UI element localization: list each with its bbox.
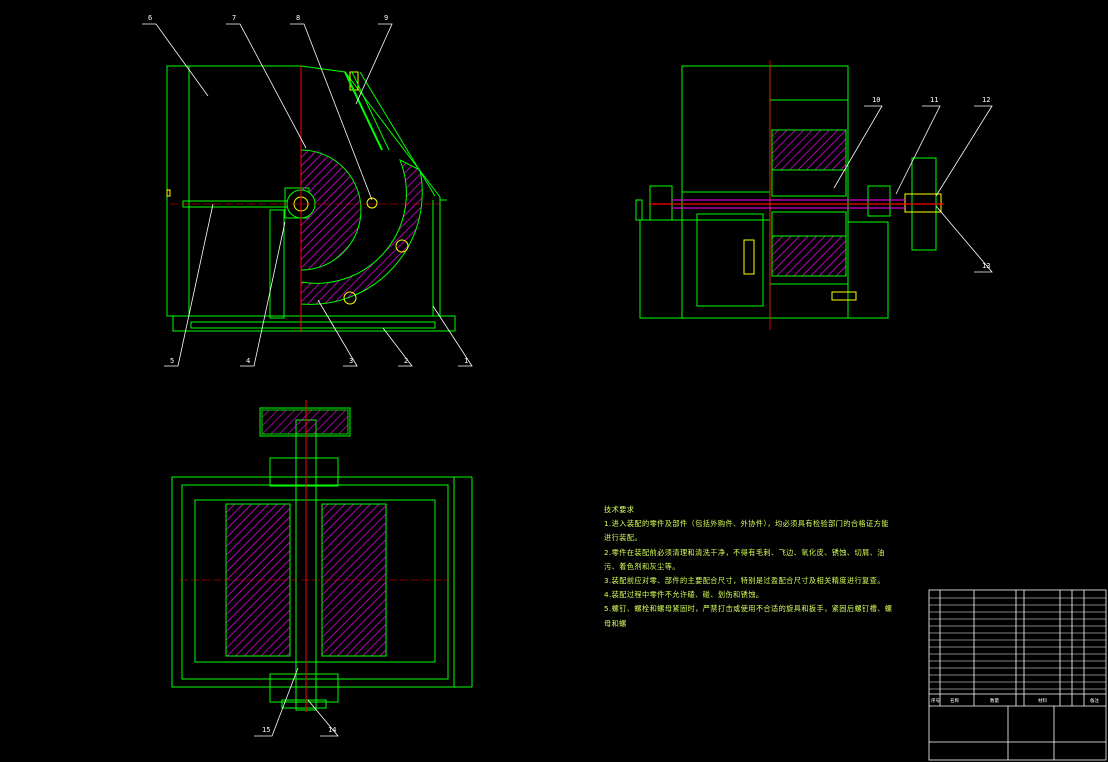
callout-11: 11 <box>930 96 938 104</box>
callout-leader <box>307 699 339 737</box>
callout-leader <box>895 105 941 195</box>
callout-leader <box>355 23 393 105</box>
callout-leader <box>935 105 993 197</box>
title-block-label: 数量 <box>990 697 999 704</box>
top-view-rotor <box>180 400 450 712</box>
callout-leader <box>290 23 373 201</box>
notes-title: 技术要求 <box>604 505 635 514</box>
callout-15: 15 <box>262 726 270 734</box>
callout-13: 13 <box>982 262 990 270</box>
side-view-rotor <box>650 60 944 330</box>
title-block-labels: 序号 名称 数量 材料 备注 <box>931 697 1099 704</box>
notes-line: 4.装配过程中零件不允许磕、碰、划伤和锈蚀。 <box>604 590 764 600</box>
callout-leader <box>254 667 299 737</box>
notes-line: 2.零件在装配前必须清理和清洗干净，不得有毛刺、飞边、氧化皮、锈蚀、切屑、油 <box>604 547 885 557</box>
title-block-label: 序号 <box>931 697 940 704</box>
callout-6: 6 <box>148 14 152 22</box>
callout-7: 7 <box>232 14 236 22</box>
callout-2: 2 <box>404 357 408 365</box>
callout-leader <box>382 327 413 367</box>
callout-1: 1 <box>464 357 468 365</box>
technical-notes: 技术要求 1.进入装配的零件及部件（包括外购件、外协件），均必须具有检验部门的合… <box>604 503 893 631</box>
callout-4: 4 <box>246 357 250 365</box>
front-view-rotor <box>170 66 440 332</box>
callout-leader <box>833 105 883 189</box>
notes-line: 母和螺 <box>604 618 627 628</box>
callout-9: 9 <box>384 14 388 22</box>
callout-8: 8 <box>296 14 300 22</box>
callout-leader <box>226 23 307 149</box>
callout-5: 5 <box>170 357 174 365</box>
title-block-label: 材料 <box>1038 697 1047 704</box>
callout-leader <box>432 305 473 367</box>
side-view <box>635 65 942 319</box>
callout-3: 3 <box>349 357 353 365</box>
notes-line: 3.装配前应对零、部件的主要配合尺寸，特别是过盈配合尺寸及相关精度进行复查。 <box>604 576 885 586</box>
title-block-label: 备注 <box>1090 697 1099 704</box>
notes-line: 进行装配。 <box>604 533 642 543</box>
callout-leader <box>935 205 993 273</box>
callout-leader <box>240 221 286 367</box>
notes-line: 污、着色剂和灰尘等。 <box>604 561 680 571</box>
notes-line: 1.进入装配的零件及部件（包括外购件、外协件），均必须具有检验部门的合格证方能 <box>604 519 889 529</box>
callout-leader <box>142 23 209 97</box>
notes-line: 5.螺钉、螺栓和螺母紧固时，严禁打击或使用不合适的旋具和扳手，紧固后螺钉槽、螺 <box>604 604 893 614</box>
callout-leader <box>317 299 358 367</box>
callout-12: 12 <box>982 96 990 104</box>
callout-leaders <box>142 23 993 737</box>
title-block-rows <box>929 597 1106 690</box>
title-block-label: 名称 <box>950 697 959 704</box>
callout-leader <box>164 203 214 367</box>
callout-10: 10 <box>872 96 880 104</box>
callout-14: 14 <box>328 726 336 734</box>
